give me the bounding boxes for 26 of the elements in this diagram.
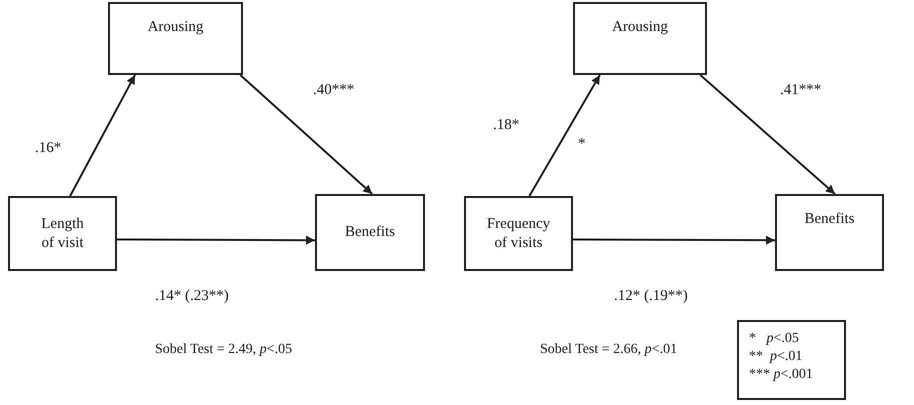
- edge-label: .14* (.23**): [155, 288, 229, 305]
- arrow: [700, 74, 836, 195]
- arrow: [240, 74, 373, 195]
- legend-text: ** p<.01: [749, 348, 804, 366]
- variable-name: Frequency of visits: [486, 214, 552, 252]
- variable-box: [573, 2, 707, 75]
- legend-text: *p<.05: [749, 330, 800, 348]
- variable-box: [108, 2, 243, 75]
- arrow: [69, 74, 136, 196]
- legend-text: *** p<.001: [749, 366, 814, 384]
- arrow: [117, 236, 315, 245]
- variable-box: [464, 196, 573, 271]
- arrow: [528, 74, 601, 196]
- variable-box: [315, 194, 425, 271]
- arrow: [573, 236, 775, 245]
- variable-name: Length of visit: [40, 214, 85, 252]
- edge-label: .12* (.19**): [614, 288, 688, 305]
- variable-name: Benefits: [804, 210, 854, 229]
- variable-name: Arousing: [148, 18, 204, 37]
- variable-box: [775, 194, 884, 271]
- test-note: Sobel Test = 2.49, p<.05: [155, 342, 292, 358]
- variable-box: [8, 196, 117, 271]
- variable-name: Benefits: [345, 223, 395, 242]
- variable-name: Arousing: [612, 18, 668, 37]
- test-note: Sobel Test = 2.66, p<.01: [540, 342, 678, 358]
- legend-box: [737, 320, 846, 400]
